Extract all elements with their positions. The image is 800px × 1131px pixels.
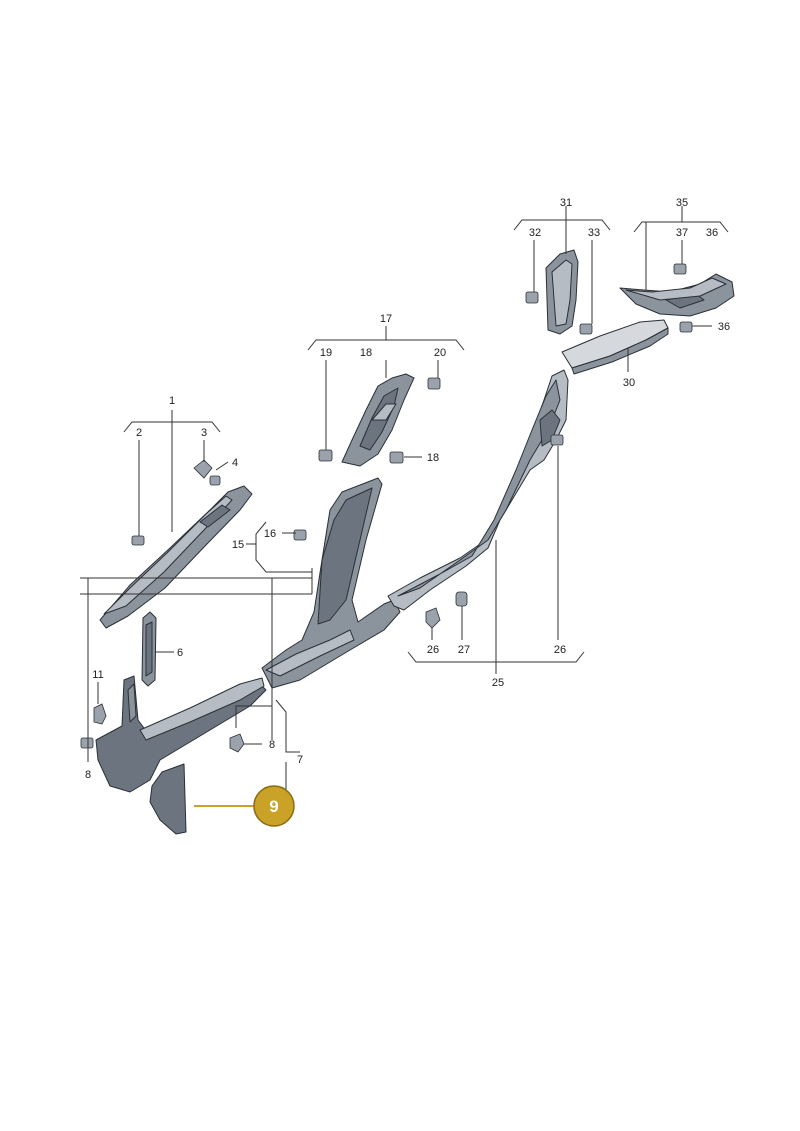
label-6: 6: [177, 647, 183, 659]
label-2: 2: [136, 427, 142, 439]
clip-part-2: [131, 535, 145, 546]
part-number-labels: 1 2 3 4 6 11 8 8 7 15 16 17 19 18 20 18 …: [85, 197, 730, 781]
label-26-right: 26: [554, 644, 566, 656]
label-30: 30: [623, 377, 635, 389]
bracket-part-6: [141, 611, 157, 687]
clip-part-19: [318, 449, 333, 462]
label-11: 11: [92, 669, 103, 681]
clip-part-16: [293, 529, 307, 541]
label-20: 20: [434, 347, 446, 359]
highlight-callout-9[interactable]: 9: [253, 785, 295, 827]
b-pillar-lower-trim: [261, 477, 401, 689]
label-18-upper: 18: [360, 347, 372, 359]
clip-part-4: [209, 475, 221, 486]
label-35: 35: [676, 197, 688, 209]
clip-part-18-lower: [389, 451, 404, 464]
label-36-upper: 36: [706, 227, 718, 239]
label-15: 15: [232, 539, 244, 551]
clip-part-26-left: [425, 607, 441, 629]
rear-sill-c-pillar-lower: [387, 369, 569, 611]
clip-part-26-right: [550, 434, 564, 446]
clip-part-37: [673, 263, 687, 275]
label-37: 37: [676, 227, 688, 239]
label-26-left: 26: [427, 644, 439, 656]
clip-part-8-left: [80, 737, 94, 749]
highlight-circle: [253, 785, 295, 827]
clip-part-36-lower: [679, 321, 693, 333]
label-19: 19: [320, 347, 332, 359]
clip-part-27: [455, 591, 468, 607]
label-25: 25: [492, 677, 504, 689]
label-8-right: 8: [269, 739, 275, 751]
clip-part-20: [427, 377, 441, 390]
highlighted-panel-part-9: [149, 763, 187, 835]
label-31: 31: [560, 197, 572, 209]
front-sill-trim: [95, 675, 267, 793]
label-1: 1: [169, 395, 175, 407]
label-4: 4: [232, 457, 238, 469]
clip-part-32: [525, 291, 539, 304]
clip-part-11: [93, 703, 107, 725]
leader-lines: [80, 206, 729, 807]
highlight-label: 9: [269, 797, 278, 816]
shelf-trim-part-30: [561, 319, 669, 375]
label-27: 27: [458, 644, 470, 656]
label-3: 3: [201, 427, 207, 439]
label-7: 7: [297, 754, 303, 766]
clip-part-33: [579, 323, 593, 335]
b-pillar-upper-trim: [341, 373, 415, 467]
screw-part-3: [193, 459, 213, 479]
label-16: 16: [264, 528, 276, 540]
a-pillar-trim: [99, 485, 253, 629]
label-18-lower: 18: [427, 452, 439, 464]
c-pillar-upper-trim: [545, 249, 579, 335]
rear-trim-part-35: [619, 273, 735, 317]
label-32: 32: [529, 227, 541, 239]
label-36-lower: 36: [718, 321, 730, 333]
label-33: 33: [588, 227, 600, 239]
label-8-left: 8: [85, 769, 91, 781]
clip-part-8-right: [229, 733, 245, 753]
label-17: 17: [380, 313, 392, 325]
